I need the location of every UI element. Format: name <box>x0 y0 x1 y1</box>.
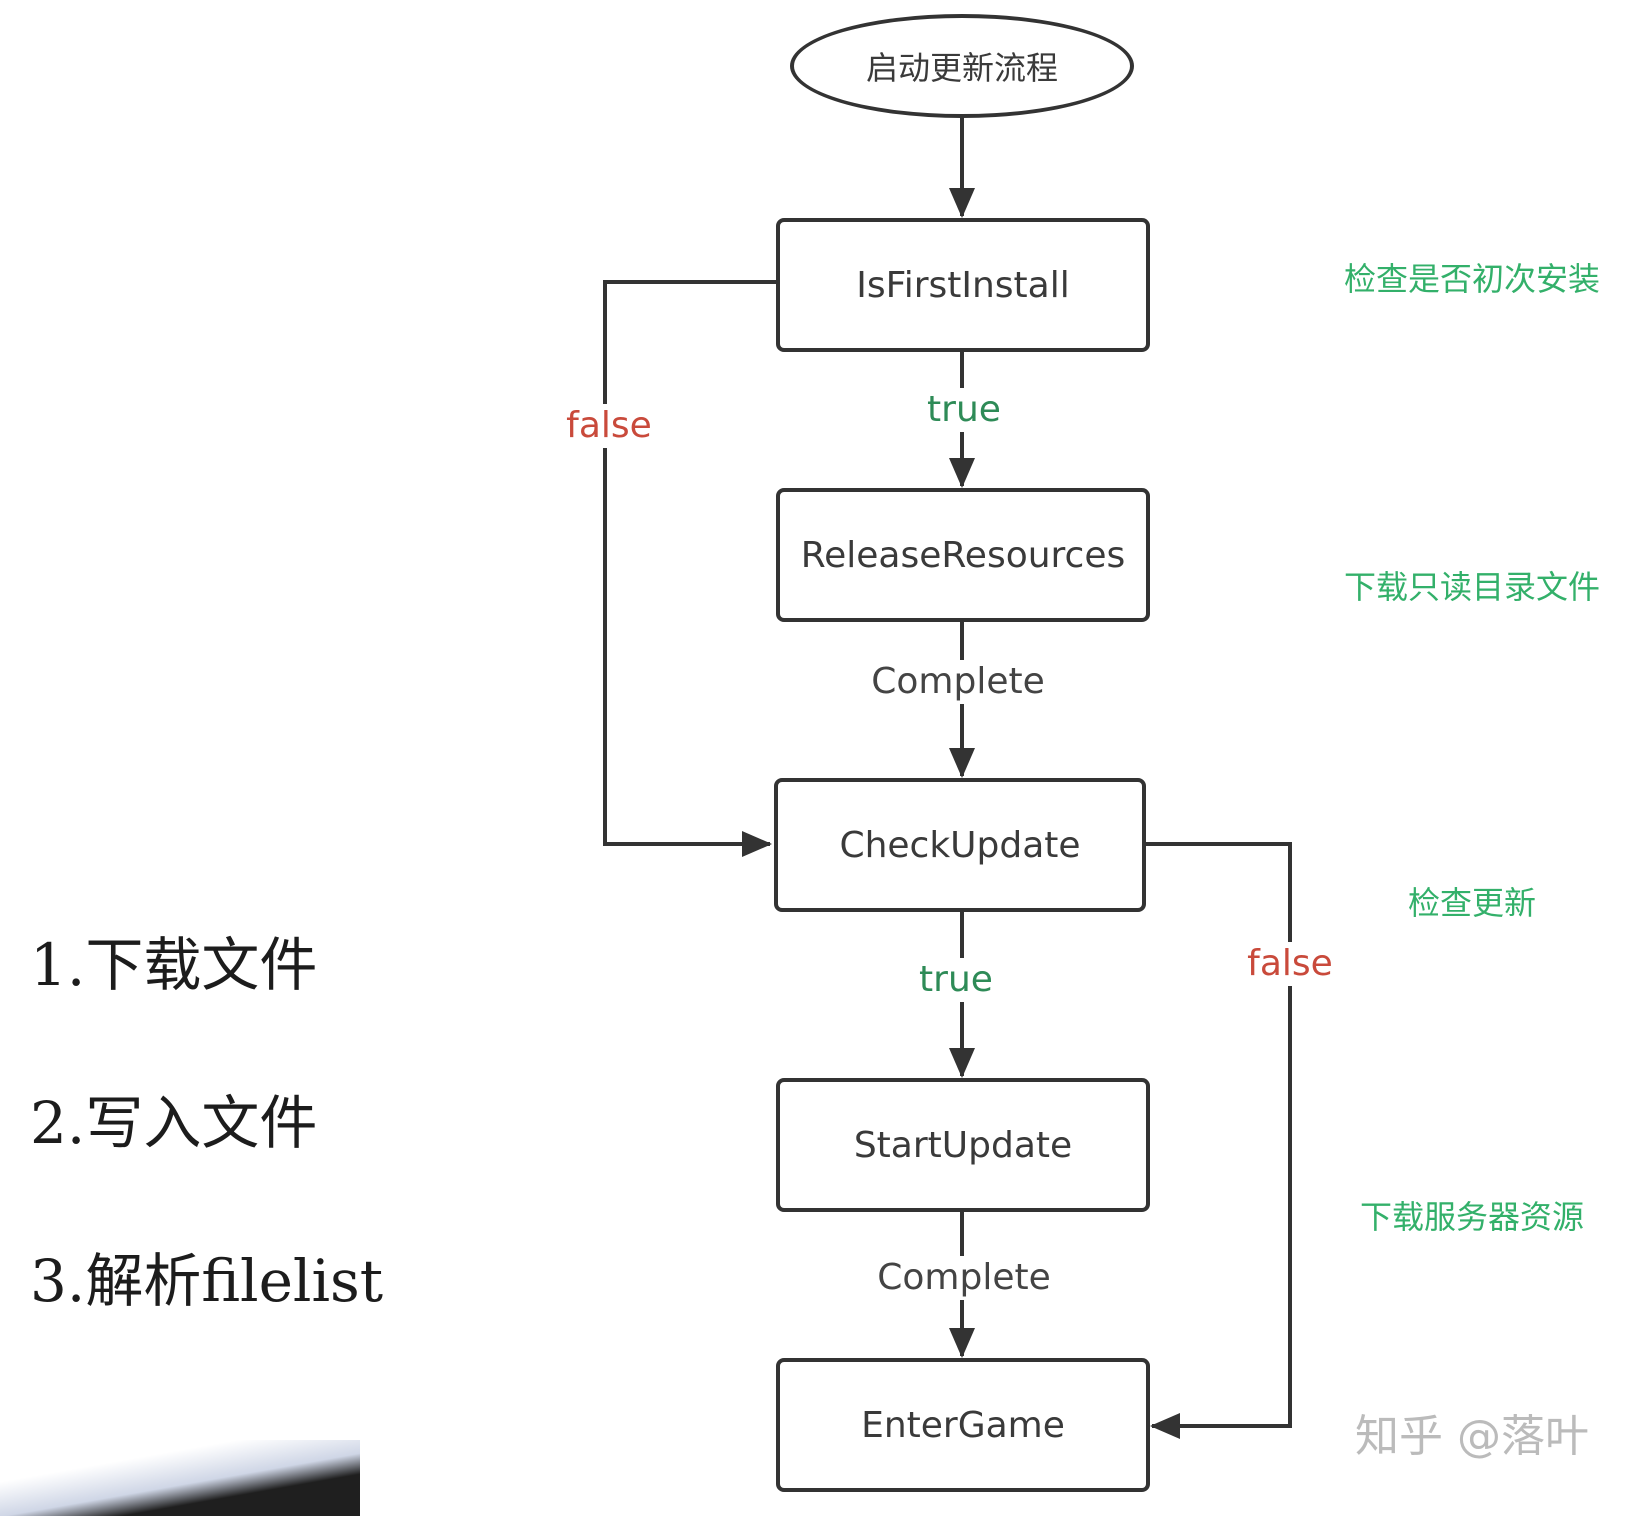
edge-label-check-true: true <box>915 958 997 1002</box>
step-item-3: 3.解析filelist <box>30 1247 384 1315</box>
corner-shadow-decoration <box>0 1440 360 1516</box>
edge-label-release-complete: Complete <box>867 660 1049 704</box>
start-node-label: 启动更新流程 <box>865 49 1058 87</box>
connector-first-false-to-check <box>603 280 776 857</box>
edge-label-first-true: true <box>923 388 1005 432</box>
node-release-resources-label: ReleaseResources <box>800 534 1126 576</box>
watermark: 知乎 @落叶 <box>1355 1411 1589 1462</box>
note-start: 下载服务器资源 <box>1359 1198 1585 1236</box>
start-node: 启动更新流程 <box>790 14 1134 118</box>
node-check-update-label: CheckUpdate <box>839 824 1081 866</box>
node-is-first-install-label: IsFirstInstall <box>856 264 1070 306</box>
step-item-2: 2.写入文件 <box>30 1089 318 1157</box>
node-is-first-install: IsFirstInstall <box>776 218 1150 352</box>
node-start-update-label: StartUpdate <box>853 1124 1073 1166</box>
connector-check-false-to-enter <box>1146 842 1292 1439</box>
node-start-update: StartUpdate <box>776 1078 1150 1212</box>
node-enter-game-label: EnterGame <box>861 1404 1065 1446</box>
edge-label-first-false: false <box>562 404 656 448</box>
node-release-resources: ReleaseResources <box>776 488 1150 622</box>
edge-label-start-complete: Complete <box>873 1256 1055 1300</box>
edge-label-check-false: false <box>1243 942 1337 986</box>
note-release: 下载只读目录文件 <box>1343 568 1601 606</box>
node-check-update: CheckUpdate <box>774 778 1146 912</box>
note-check: 检查更新 <box>1407 884 1537 922</box>
node-enter-game: EnterGame <box>776 1358 1150 1492</box>
note-first-install: 检查是否初次安装 <box>1343 260 1601 298</box>
step-item-1: 1.下载文件 <box>30 931 318 999</box>
